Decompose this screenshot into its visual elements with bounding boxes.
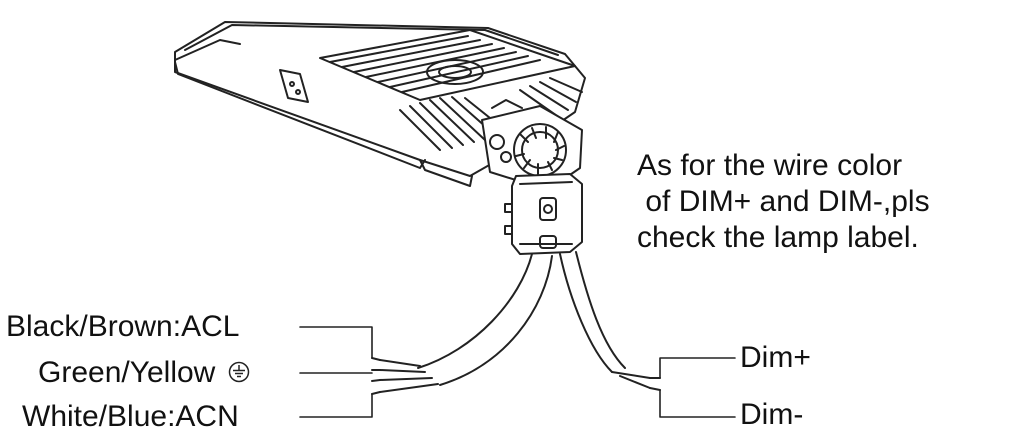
ac-cable [371, 253, 553, 395]
wire-color-note: As for the wire color of DIM+ and DIM-,p… [637, 148, 1009, 256]
label-black-brown-acl: Black/Brown:ACL [6, 310, 240, 343]
leader-dim-plus [659, 357, 736, 379]
label-green-yellow-text: Green/Yellow [38, 356, 216, 389]
wiring-box [504, 173, 583, 255]
note-line-1: As for the wire color [637, 149, 903, 182]
leader-dim-minus [659, 389, 736, 418]
lamp-housing [174, 21, 586, 187]
dim-cable [559, 251, 661, 391]
note-line-3: check the lamp label. [637, 221, 919, 254]
protective-earth-ground-icon [228, 361, 249, 383]
leader-lines [299, 326, 736, 418]
leader-white-blue [299, 393, 373, 418]
label-dim-minus: Dim- [740, 398, 804, 431]
note-line-2: of DIM+ and DIM-,pls [637, 185, 930, 218]
mounting-bracket [481, 99, 583, 191]
leader-black-brown [299, 326, 373, 359]
label-dim-plus: Dim+ [740, 341, 811, 374]
label-green-yellow-ground: Green/Yellow [38, 356, 250, 390]
label-white-blue-acn: White/Blue:ACN [22, 400, 239, 433]
